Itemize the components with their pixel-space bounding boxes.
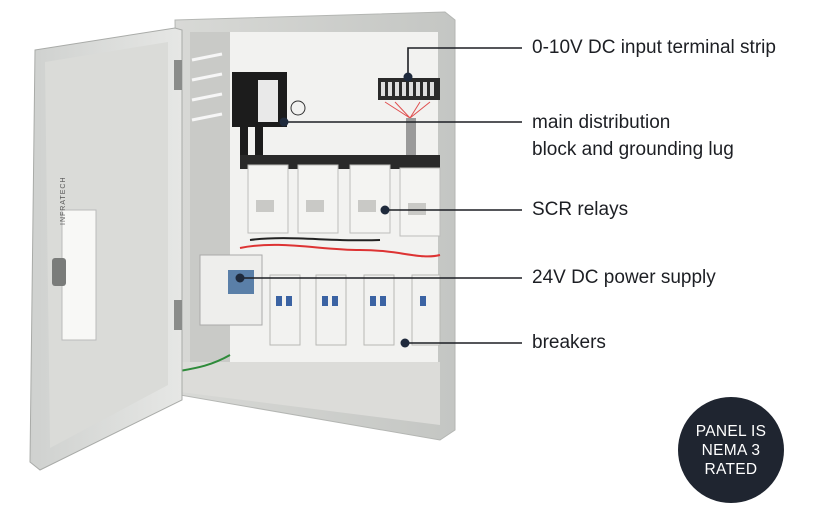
callout-text: SCR relays (532, 199, 629, 220)
callout-text: 24V DC power supply (532, 267, 716, 288)
badge-line: NEMA 3 (701, 441, 761, 459)
door-brand-label: INFRATECH (60, 176, 67, 225)
door-latch[interactable] (52, 258, 66, 286)
callout-breakers: breakers (532, 329, 606, 356)
nema-rating-badge: PANEL IS NEMA 3 RATED (678, 397, 784, 503)
callout-lines (240, 47, 522, 344)
callout-text: main distribution (532, 112, 671, 133)
callout-terminal-strip: 0-10V DC input terminal strip (532, 34, 776, 61)
callout-distribution-block: main distribution block and grounding lu… (532, 109, 734, 163)
callout-text: breakers (532, 332, 606, 353)
door-label (61, 209, 97, 341)
callout-scr-relays: SCR relays (532, 196, 628, 223)
callout-text: block and grounding lug (532, 139, 734, 160)
breakers (269, 274, 441, 346)
callout-dots (235, 72, 413, 348)
callout-power-supply: 24V DC power supply (532, 264, 716, 291)
callout-text: 0-10V DC input terminal strip (532, 37, 776, 58)
vent-slots (191, 52, 223, 122)
badge-line: RATED (704, 460, 758, 478)
scr-relays (247, 164, 441, 237)
badge-line: PANEL IS (695, 422, 767, 440)
